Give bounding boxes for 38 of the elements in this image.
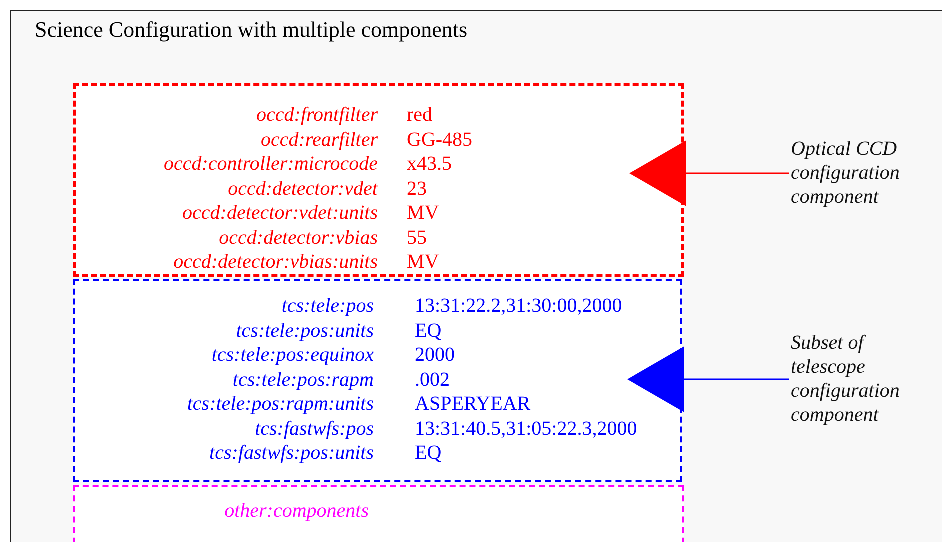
parameter-value: 55 <box>407 226 427 250</box>
parameter-name: occd:controller:microcode <box>164 152 378 176</box>
parameter-value: x43.5 <box>407 152 452 176</box>
parameter-value: 13:31:22.2,31:30:00,2000 <box>415 294 622 318</box>
parameter-name: other:components <box>224 499 369 523</box>
parameter-name: occd:detector:vbias <box>219 226 378 250</box>
annotation-text: Subset of telescope configuration component <box>791 331 941 427</box>
arrow <box>630 140 790 206</box>
parameter-value: EQ <box>415 441 442 465</box>
parameter-name: occd:detector:vdet <box>228 176 378 200</box>
annotation-text: Optical CCD configuration component <box>791 137 941 209</box>
arrow <box>628 346 790 412</box>
parameter-name: tcs:tele:pos:rapm:units <box>187 392 374 416</box>
panel <box>10 10 942 542</box>
parameter-name: tcs:tele:pos <box>282 294 374 318</box>
parameter-name: tcs:fastwfs:pos:units <box>210 441 374 465</box>
component-box <box>73 279 682 482</box>
parameter-name: tcs:tele:pos:rapm <box>232 368 374 392</box>
parameter-name: tcs:tele:pos:equinox <box>212 343 374 367</box>
panel-title: Science Configuration with multiple components <box>35 17 468 43</box>
parameter-value: MV <box>407 250 440 274</box>
parameter-value: MV <box>407 201 440 225</box>
parameter-value: red <box>407 103 433 127</box>
parameter-name: occd:rearfilter <box>260 128 378 152</box>
parameter-value: 23 <box>407 176 427 200</box>
parameter-name: occd:detector:vbias:units <box>174 250 378 274</box>
parameter-value: 13:31:40.5,31:05:22.3,2000 <box>415 416 638 440</box>
parameter-name: tcs:tele:pos:units <box>236 318 374 342</box>
parameter-value: .002 <box>415 368 450 392</box>
component-box <box>73 83 684 277</box>
parameter-value: ASPERYEAR <box>415 392 531 416</box>
parameter-value: EQ <box>415 318 442 342</box>
parameter-value: 2000 <box>415 343 455 367</box>
parameter-name: tcs:fastwfs:pos <box>255 416 374 440</box>
parameter-name: occd:detector:vdet:units <box>182 201 378 225</box>
parameter-name: occd:frontfilter <box>256 103 378 127</box>
parameter-value: GG-485 <box>407 128 473 152</box>
component-box <box>73 485 684 542</box>
